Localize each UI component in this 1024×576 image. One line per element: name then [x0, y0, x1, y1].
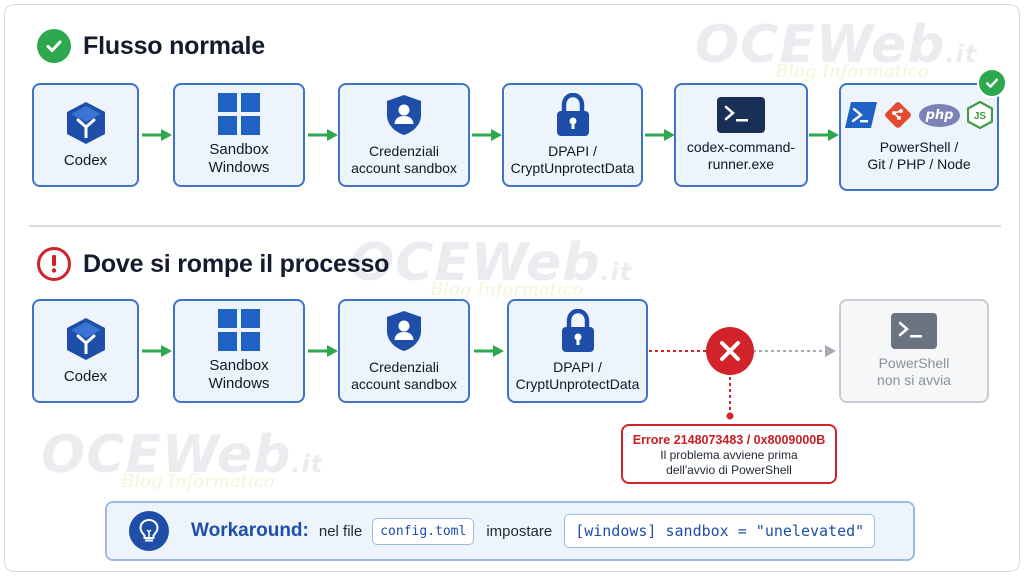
terminal-icon — [717, 97, 765, 133]
node-credentials: Credenziali account sandbox — [338, 83, 470, 187]
powershell-icon — [844, 102, 877, 128]
node-dpapi: DPAPI / CryptUnprotectData — [507, 299, 648, 403]
windows-logo-icon — [218, 93, 260, 135]
check-circle-icon — [37, 29, 71, 63]
codex-logo-icon — [64, 316, 108, 362]
node-sandbox-windows: Sandbox Windows — [173, 83, 305, 187]
windows-logo-icon — [218, 309, 260, 351]
workaround-text: nel file — [318, 522, 363, 540]
error-x-icon — [706, 327, 754, 375]
node-label: DPAPI / CryptUnprotectData — [510, 143, 635, 176]
config-setting-code: [windows] sandbox = "unelevated" — [564, 514, 876, 548]
nodejs-icon: JS — [967, 101, 994, 129]
section-title-text: Flusso normale — [83, 31, 265, 60]
lightbulb-icon — [129, 511, 169, 551]
error-code: Errore 2148073483 / 0x8009000B — [632, 433, 826, 447]
error-connector — [649, 345, 836, 420]
node-tools: php JS PowerShell / Git / PHP / Node — [839, 83, 999, 191]
node-label: codex-command- runner.exe — [686, 139, 796, 172]
node-command-runner: codex-command- runner.exe — [674, 83, 808, 187]
node-label: PowerShell non si avvia — [877, 355, 951, 388]
node-label: Codex — [63, 368, 108, 385]
node-label: DPAPI / CryptUnprotectData — [515, 359, 640, 392]
codex-logo-icon — [64, 100, 108, 146]
terminal-icon — [891, 313, 937, 349]
git-icon — [884, 102, 911, 128]
flow-arrow — [308, 345, 338, 357]
node-label: Sandbox Windows — [208, 141, 270, 176]
flow-arrow — [142, 345, 172, 357]
section-divider — [29, 225, 1001, 227]
padlock-icon — [555, 93, 591, 137]
php-icon: php — [918, 103, 961, 127]
node-codex: Codex — [32, 83, 139, 187]
flow-arrow — [308, 129, 338, 141]
svg-text:JS: JS — [974, 111, 987, 122]
flow-arrow — [474, 345, 504, 357]
flow-arrow — [472, 129, 502, 141]
error-text-line: dell'avvio di PowerShell — [666, 463, 792, 477]
section-title-normal: Flusso normale — [37, 29, 265, 63]
node-label: PowerShell / Git / PHP / Node — [867, 139, 971, 172]
workaround-title: Workaround: — [191, 520, 309, 541]
node-label: Credenziali account sandbox — [351, 143, 457, 176]
section-title-broken: Dove si rompe il processo — [37, 247, 389, 281]
alert-circle-icon — [37, 247, 71, 281]
config-file-name: config.toml — [372, 517, 475, 545]
node-label: Credenziali account sandbox — [351, 359, 457, 392]
section-title-text: Dove si rompe il processo — [83, 249, 390, 278]
diagram-frame: OCEWeb.it Blog Informatico OCEWeb.it Blo… — [4, 4, 1020, 572]
tools-icons: php JS — [844, 101, 994, 129]
watermark: OCEWeb.it Blog Informatico — [695, 15, 978, 82]
node-label: Codex — [63, 152, 108, 169]
padlock-icon — [560, 309, 596, 353]
error-callout: Errore 2148073483 / 0x8009000B Il proble… — [621, 424, 837, 484]
workaround-text: impostare — [486, 522, 553, 540]
node-label: Sandbox Windows — [208, 357, 270, 392]
shield-user-icon — [385, 309, 423, 353]
success-check-icon — [977, 68, 1007, 98]
node-credentials: Credenziali account sandbox — [338, 299, 470, 403]
flow-arrow — [142, 129, 172, 141]
shield-user-icon — [385, 93, 423, 137]
node-codex: Codex — [32, 299, 139, 403]
node-powershell-disabled: PowerShell non si avvia — [839, 299, 989, 403]
flow-arrow — [645, 129, 675, 141]
error-text-line: Il problema avviene prima — [660, 448, 798, 462]
watermark: OCEWeb.it Blog Informatico — [41, 425, 324, 492]
node-dpapi: DPAPI / CryptUnprotectData — [502, 83, 643, 187]
workaround-box: Workaround: nel file config.toml imposta… — [105, 501, 915, 561]
watermark: OCEWeb.it Blog Informatico — [350, 233, 633, 300]
flow-arrow — [809, 129, 839, 141]
node-sandbox-windows: Sandbox Windows — [173, 299, 305, 403]
